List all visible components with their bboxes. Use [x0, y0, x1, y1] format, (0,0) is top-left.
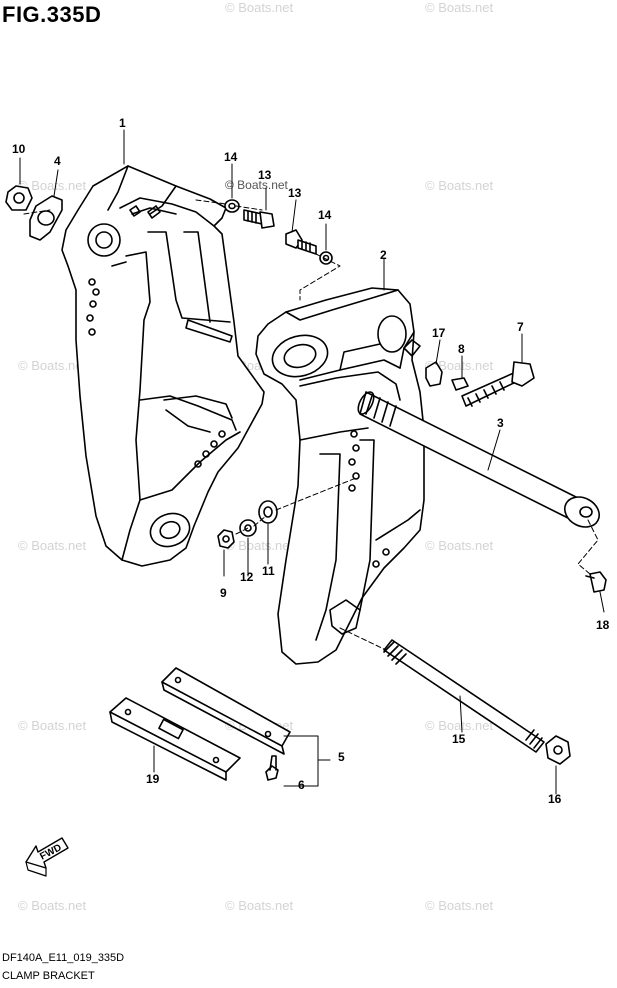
clamp-bracket-left[interactable] — [61, 165, 265, 567]
callout-1: 1 — [119, 116, 126, 130]
clamp-bracket-right[interactable] — [255, 287, 425, 665]
watermark: © Boats.net — [425, 898, 494, 913]
bolt-13-upper[interactable] — [243, 209, 275, 229]
callout-8: 8 — [458, 342, 465, 356]
nut-9[interactable] — [217, 529, 235, 549]
callout-3: 3 — [497, 416, 504, 430]
watermark: © Boats.net — [225, 898, 294, 913]
tilt-rod-15[interactable] — [383, 639, 545, 753]
fwd-label: FWD — [38, 842, 63, 862]
callout-11: 11 — [262, 564, 275, 578]
bolt-7[interactable] — [461, 361, 535, 407]
callout-4: 4 — [54, 154, 61, 168]
callout-13-upper: 13 — [258, 168, 272, 182]
watermark: © Boats.net — [18, 538, 87, 553]
callout-15: 15 — [452, 732, 466, 746]
callout-18: 18 — [596, 618, 610, 632]
callout-14-upper: 14 — [224, 150, 238, 164]
figure-name: CLAMP BRACKET — [2, 970, 95, 982]
callout-2: 2 — [380, 248, 387, 262]
assembly-lines — [23, 199, 599, 651]
watermark: © Boats.net — [18, 358, 87, 373]
watermark: © Boats.net — [18, 178, 87, 193]
nut-16[interactable] — [545, 735, 571, 765]
watermark: © Boats.net — [425, 718, 494, 733]
screw-6[interactable] — [265, 755, 279, 781]
clamp-bolt[interactable] — [355, 390, 604, 533]
callout-13-lower: 13 — [288, 186, 302, 200]
watermark: © Boats.net — [225, 0, 294, 15]
callout-9: 9 — [220, 586, 227, 600]
watermark: © Boats.net — [225, 538, 294, 553]
watermark: © Boats.net — [425, 538, 494, 553]
washer-14-upper[interactable] — [224, 199, 240, 213]
leader-lines — [19, 129, 605, 795]
watermark: © Boats.net — [18, 898, 87, 913]
callout-14-lower: 14 — [318, 208, 332, 222]
clip-17[interactable] — [425, 361, 443, 387]
washer-4[interactable] — [29, 195, 63, 241]
screw-18[interactable] — [585, 571, 607, 593]
figure-title: FIG.335D — [2, 2, 102, 27]
watermark: © Boats.net — [425, 0, 494, 15]
watermark: © Boats.net — [425, 178, 494, 193]
watermark: © Boats.net — [425, 358, 494, 373]
watermark: © Boats.net — [225, 178, 288, 192]
callout-10: 10 — [12, 142, 26, 156]
screw-8[interactable] — [451, 377, 469, 391]
plate-5[interactable] — [161, 667, 291, 755]
callout-17: 17 — [432, 326, 446, 340]
callout-12: 12 — [240, 570, 254, 584]
washer-14-lower[interactable] — [319, 251, 333, 265]
figure-code: DF140A_E11_019_335D — [2, 952, 125, 964]
callout-7: 7 — [517, 320, 524, 334]
bolt-13-lower[interactable] — [285, 229, 317, 255]
nut-10[interactable] — [5, 185, 33, 211]
fwd-arrow-icon: FWD — [25, 837, 69, 877]
callout-5: 5 — [338, 750, 345, 764]
watermark: © Boats.net — [18, 718, 87, 733]
callout-16: 16 — [548, 792, 562, 806]
callout-19: 19 — [146, 772, 160, 786]
plate-19[interactable] — [109, 697, 241, 781]
callout-6: 6 — [298, 778, 305, 792]
